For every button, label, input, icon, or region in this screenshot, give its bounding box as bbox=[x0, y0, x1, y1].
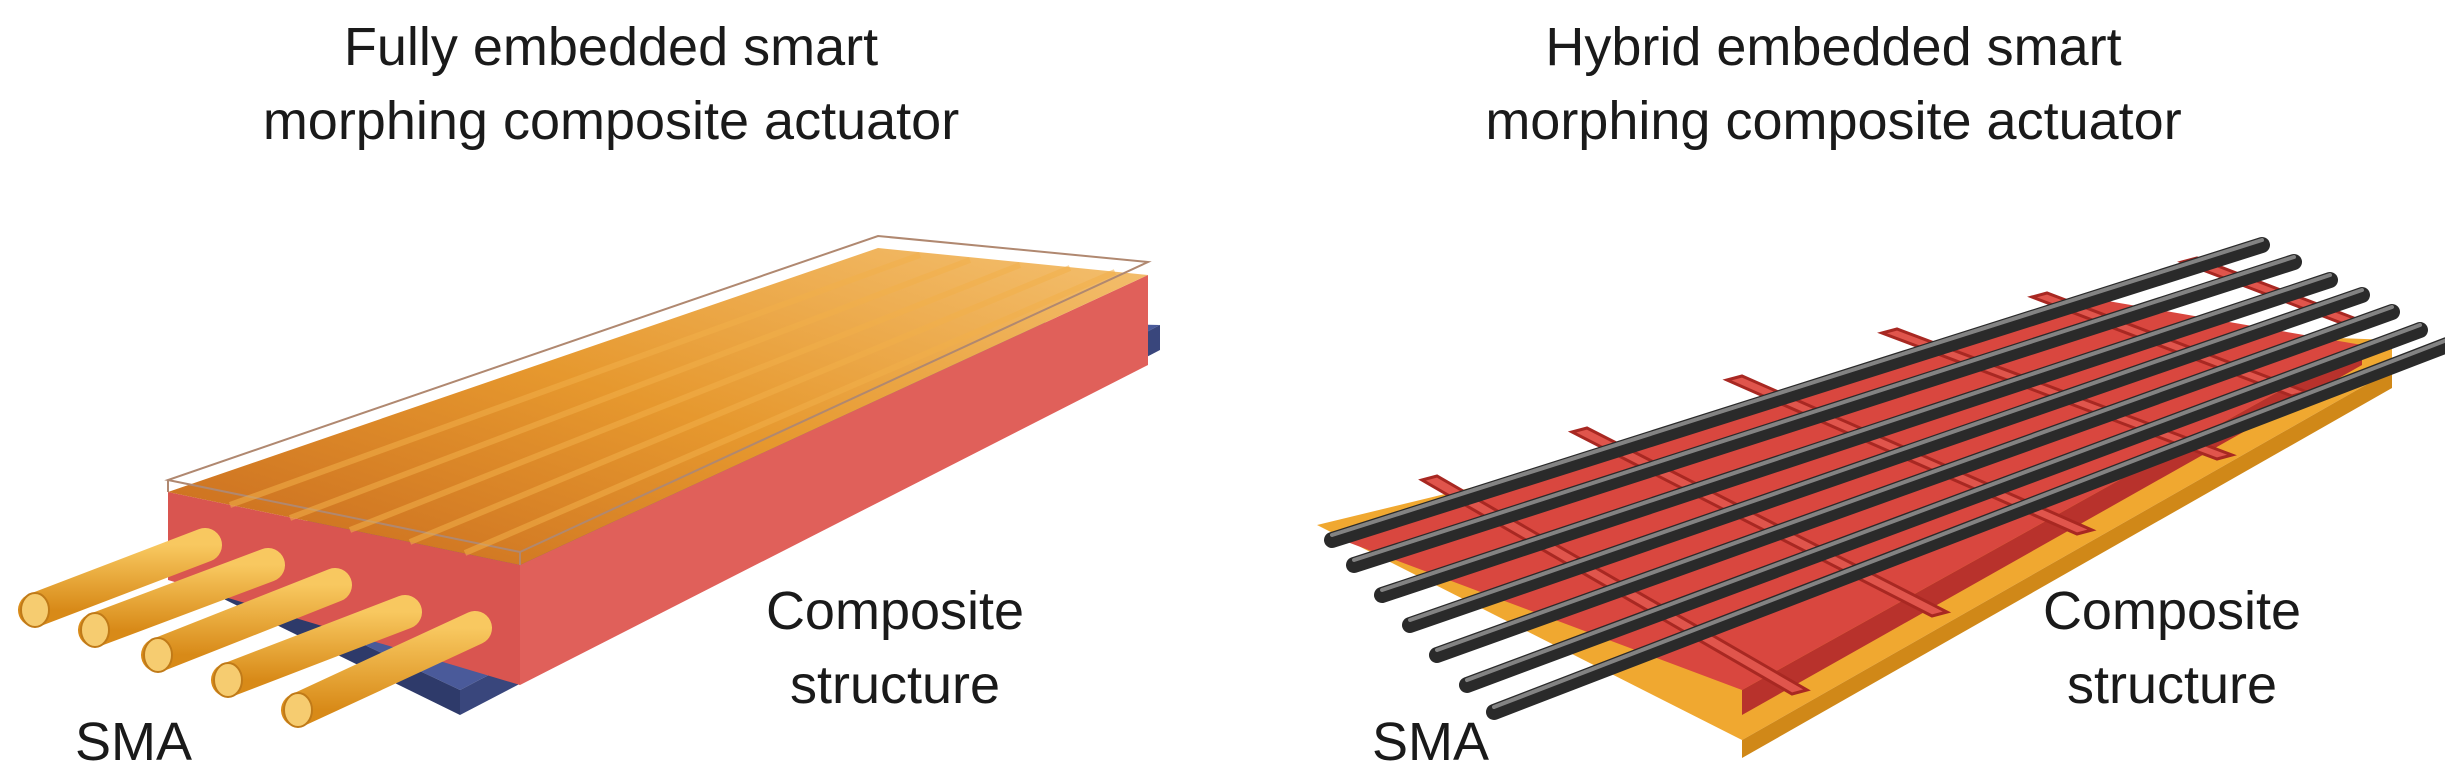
composite-label-line-2: structure bbox=[2066, 655, 2278, 715]
sma-wire-highlights bbox=[1330, 238, 2445, 709]
panel-title: Hybrid embedded smart morphing composite… bbox=[1222, 10, 2445, 158]
sma-label: SMA bbox=[1372, 712, 1490, 772]
transparent-cover bbox=[164, 234, 1152, 554]
sma-wire bbox=[1429, 304, 2400, 663]
composite-label-line-1: Composite bbox=[2042, 581, 2302, 641]
panel-fully-embedded: Fully embedded smart morphing composite … bbox=[0, 0, 1222, 782]
sma-wires bbox=[1324, 237, 2445, 720]
embedded-wire-streaks bbox=[228, 252, 1117, 556]
sma-wires bbox=[18, 528, 492, 727]
sma-wire bbox=[18, 528, 222, 627]
panel-title: Fully embedded smart morphing composite … bbox=[0, 10, 1222, 158]
composite-label-line-1: Composite bbox=[765, 581, 1025, 641]
sma-wire bbox=[1324, 237, 2270, 548]
composite-structure-label: Composite structure bbox=[2022, 574, 2322, 722]
matrix-front-face bbox=[520, 275, 1148, 685]
sma-wire bbox=[1459, 322, 2428, 693]
hybrid-embedded-actuator-illustration bbox=[1317, 237, 2445, 758]
sma-wire bbox=[1486, 337, 2445, 720]
sma-label: SMA bbox=[75, 712, 193, 772]
sma-wire bbox=[281, 611, 492, 727]
sma-wire-ends bbox=[20, 592, 313, 728]
sma-wire bbox=[211, 595, 422, 697]
title-line-2: morphing composite actuator bbox=[262, 91, 960, 151]
fully-embedded-actuator-illustration bbox=[18, 234, 1160, 728]
sma-wire bbox=[1374, 272, 2338, 603]
composite-structure-label: Composite structure bbox=[745, 574, 1045, 722]
composite-label-line-2: structure bbox=[789, 655, 1001, 715]
panel-hybrid-embedded: Hybrid embedded smart morphing composite… bbox=[1222, 0, 2445, 782]
title-line-1: Fully embedded smart bbox=[343, 17, 879, 77]
title-line-2: morphing composite actuator bbox=[1485, 91, 2182, 151]
sma-wire bbox=[1402, 287, 2370, 633]
composite-structure-front bbox=[1742, 370, 2392, 758]
title-line-1: Hybrid embedded smart bbox=[1545, 17, 2122, 77]
sma-wire bbox=[1346, 254, 2302, 573]
sma-wire bbox=[78, 548, 285, 647]
sma-wire bbox=[141, 568, 352, 672]
